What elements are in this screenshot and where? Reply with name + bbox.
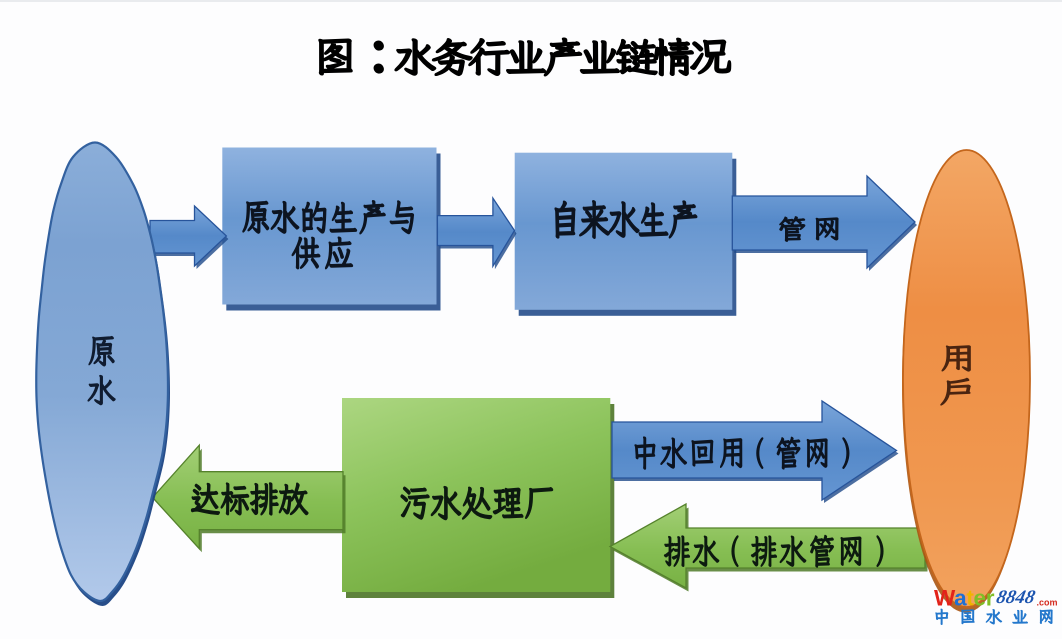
svg-text:.com: .com [1037,598,1058,608]
svg-text:8848: 8848 [994,587,1037,608]
svg-text:Water: Water [934,586,995,611]
